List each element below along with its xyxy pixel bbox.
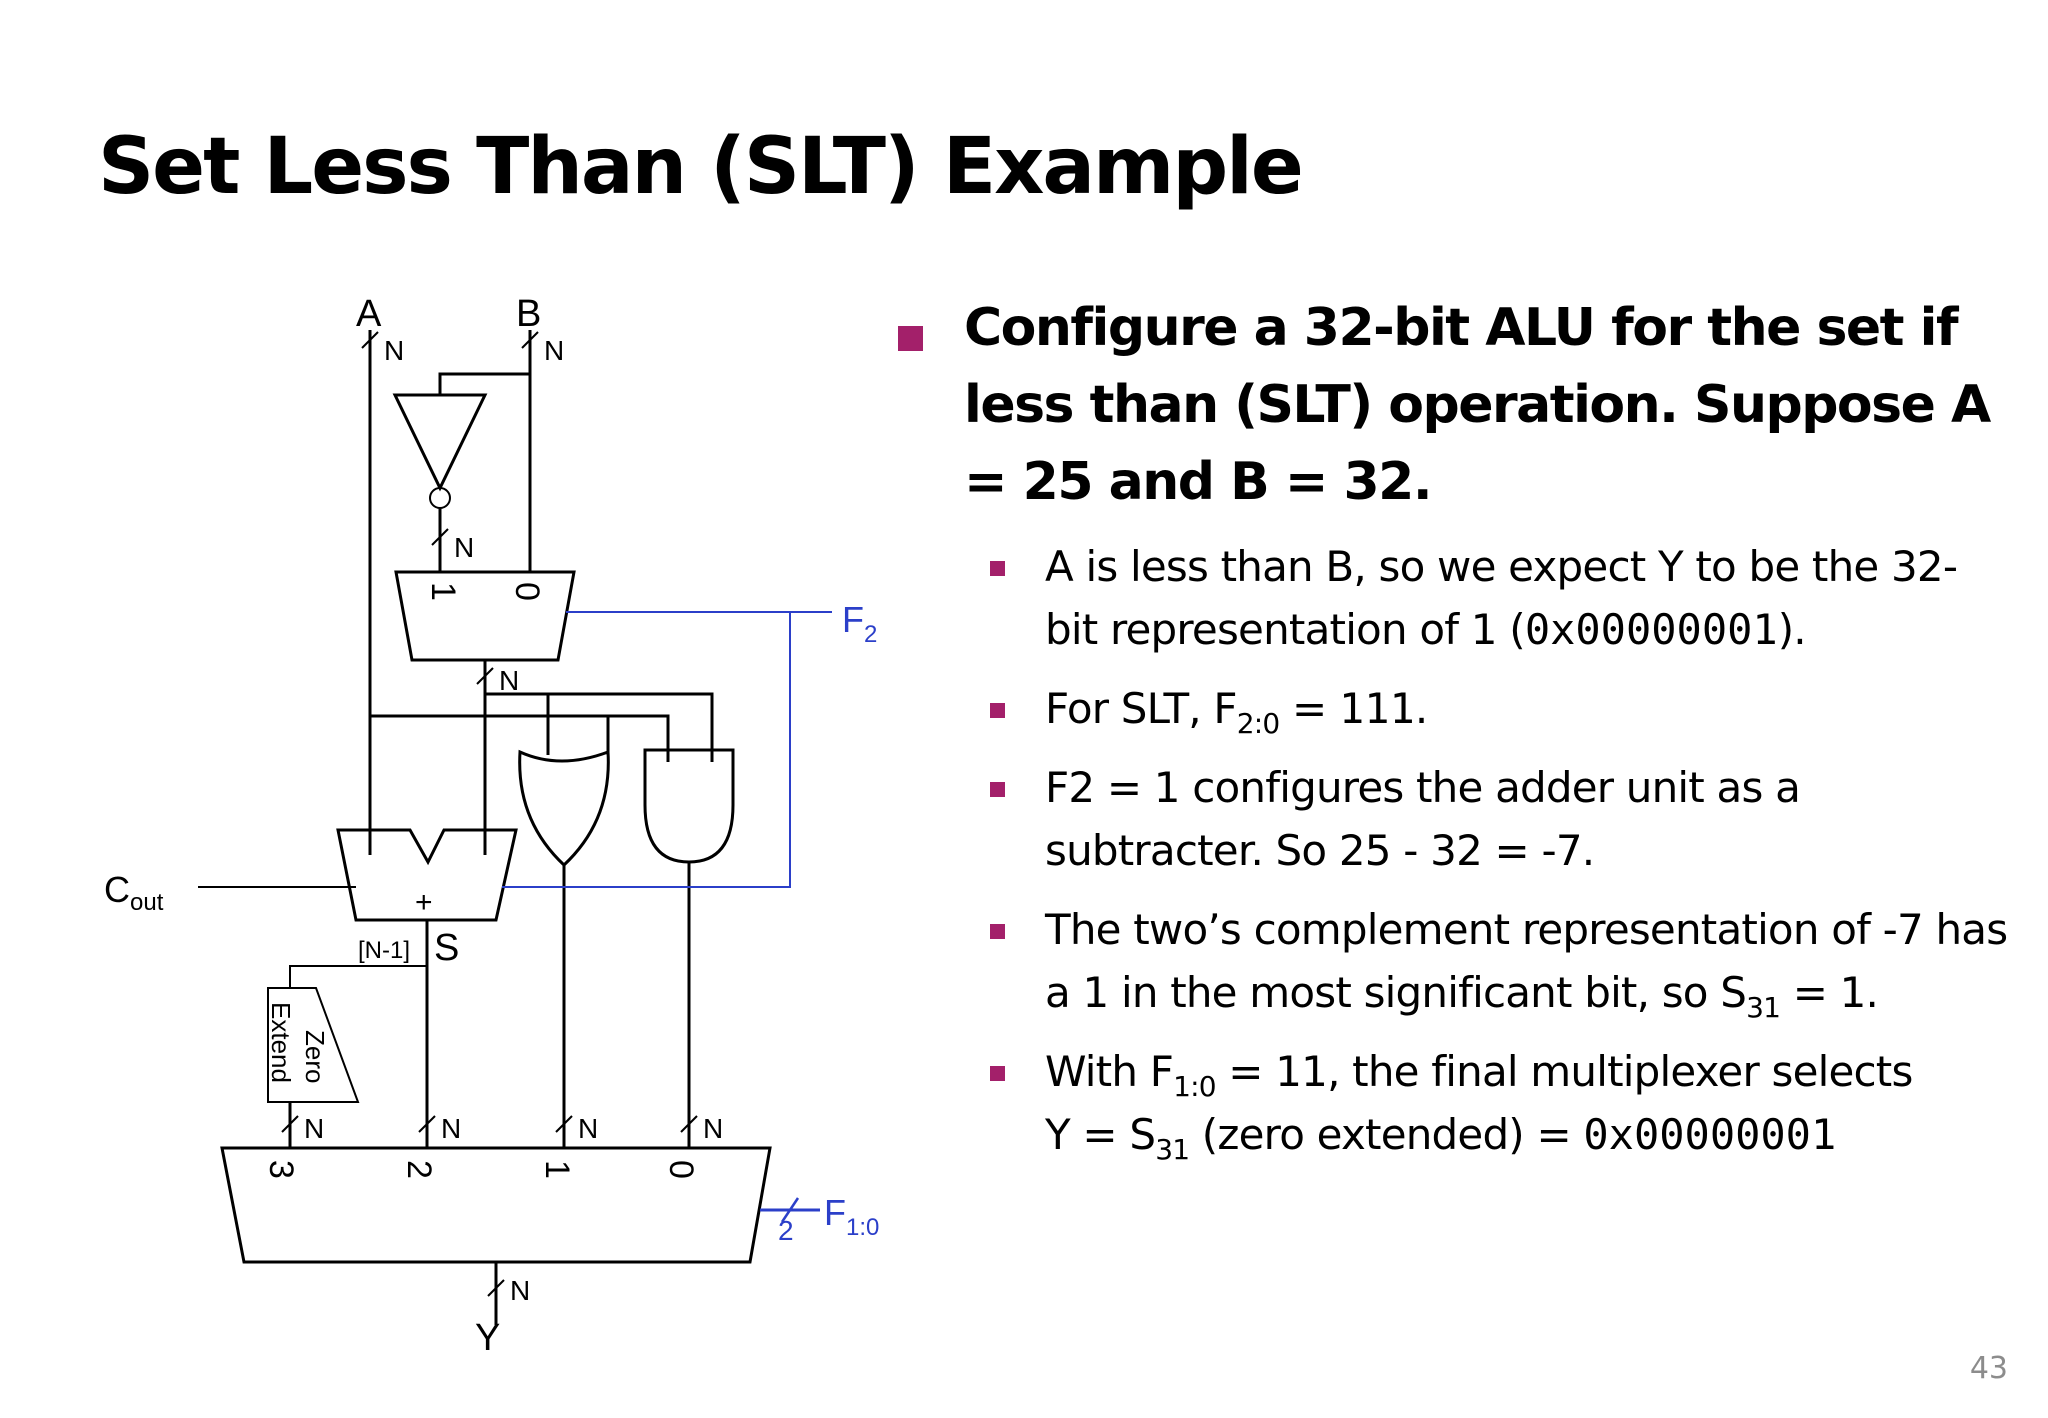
wire-b-to-inverter bbox=[438, 372, 530, 395]
mux4-input-0: 0 bbox=[662, 1160, 700, 1179]
sub-bullet-1: A is less than B, so we expect Y to be t… bbox=[990, 535, 2008, 661]
label-s: S bbox=[434, 927, 459, 969]
bullet-list: Configure a 32-bit ALU for the set if le… bbox=[888, 290, 2008, 1182]
bus-width-a: N bbox=[384, 335, 404, 366]
sub-bullet-square-icon bbox=[990, 703, 1005, 718]
mux4-input-1: 1 bbox=[538, 1160, 576, 1179]
bus-width-1: N bbox=[578, 1113, 598, 1144]
sub-bullet-3: F2 = 1 configures the adder unit as a su… bbox=[990, 756, 2008, 882]
bus-width-b: N bbox=[544, 335, 564, 366]
bus-width-inv: N bbox=[454, 532, 474, 563]
sub-bullet-5: With F1:0 = 11, the final multiplexer se… bbox=[990, 1040, 2008, 1166]
sub-bullet-2: For SLT, F2:0 = 111. bbox=[990, 677, 2008, 740]
sub-bullet-square-icon bbox=[990, 782, 1005, 797]
bus-width-mux: N bbox=[499, 665, 519, 696]
sub-bullet-square-icon bbox=[990, 924, 1005, 939]
label-msb: [N-1] bbox=[358, 937, 410, 964]
and-gate bbox=[643, 748, 735, 864]
label-a: A bbox=[356, 293, 382, 335]
bus-width-y: N bbox=[510, 1275, 530, 1306]
wire-msb bbox=[289, 965, 427, 988]
wire-f2-to-adder bbox=[502, 612, 791, 888]
label-f2: F2 bbox=[842, 599, 877, 648]
label-cout: Cout bbox=[104, 869, 164, 916]
mux-4to1 bbox=[220, 1146, 772, 1264]
wire-b-to-gates bbox=[485, 692, 714, 762]
label-b: B bbox=[516, 293, 541, 335]
adder bbox=[336, 828, 518, 922]
label-plus: + bbox=[415, 886, 433, 919]
bus-width-f10: 2 bbox=[778, 1215, 794, 1246]
bus-width-0: N bbox=[703, 1113, 723, 1144]
alu-diagram: A B S Y + N N N N N N N N N [N-1] 1 0 3 … bbox=[104, 293, 879, 1359]
bus-width-3: N bbox=[304, 1113, 324, 1144]
slide-title: Set Less Than (SLT) Example bbox=[98, 122, 1304, 212]
zero-extend-label-zero: Zero bbox=[300, 1030, 330, 1083]
page-number: 43 bbox=[1969, 1351, 2008, 1386]
label-f10: F1:0 bbox=[824, 1192, 879, 1241]
main-bullet-text: Configure a 32-bit ALU for the set if le… bbox=[964, 298, 1991, 512]
wire-a-to-gates bbox=[370, 714, 670, 762]
sub-bullets: A is less than B, so we expect Y to be t… bbox=[888, 535, 2008, 1166]
mux-2to1 bbox=[394, 570, 576, 662]
zero-extend bbox=[267, 987, 360, 1103]
mux-input-0: 0 bbox=[508, 582, 546, 601]
sub-bullet-square-icon bbox=[990, 1066, 1005, 1081]
inverter-gate bbox=[392, 393, 488, 492]
mux-input-1: 1 bbox=[424, 582, 462, 601]
label-y: Y bbox=[475, 1317, 500, 1359]
zero-extend-label-extend: Extend bbox=[266, 1002, 296, 1083]
bullet-square-icon bbox=[898, 326, 923, 351]
mux4-input-2: 2 bbox=[400, 1160, 438, 1179]
main-bullet: Configure a 32-bit ALU for the set if le… bbox=[888, 290, 2008, 521]
sub-bullet-square-icon bbox=[990, 561, 1005, 576]
bus-width-2: N bbox=[441, 1113, 461, 1144]
sub-bullet-4: The two’s complement representation of -… bbox=[990, 898, 2008, 1024]
or-gate bbox=[518, 749, 610, 868]
mux4-input-3: 3 bbox=[262, 1160, 300, 1179]
